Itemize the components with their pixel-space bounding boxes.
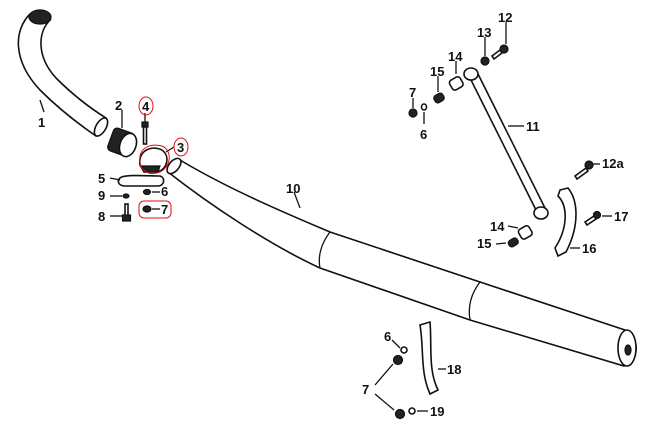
washer: [122, 193, 130, 199]
bracket: [117, 174, 165, 187]
callout-19: 19: [430, 404, 444, 419]
exhaust-gasket: [107, 127, 138, 158]
nut: [142, 205, 152, 213]
callout-6: 6: [420, 127, 427, 142]
highlight-marks: [138, 96, 189, 219]
screw: [583, 210, 602, 227]
muffler-band: [419, 320, 440, 396]
clamp: [139, 147, 168, 173]
bolt: [573, 160, 594, 181]
callout-15: 15: [430, 64, 444, 79]
callout-12: 12: [498, 10, 512, 25]
muffler: [166, 157, 637, 367]
washer: [420, 103, 428, 111]
callout-13: 13: [477, 25, 491, 40]
stay-rod: [463, 67, 549, 220]
bushing: [448, 75, 464, 91]
callout-5: 5: [98, 171, 105, 186]
callout-2: 2: [115, 98, 122, 113]
callout-6: 6: [161, 184, 168, 199]
muffler-band: [554, 187, 577, 258]
callout-15: 15: [477, 236, 491, 251]
nut: [142, 188, 152, 196]
callout-17: 17: [614, 209, 628, 224]
bolt: [121, 203, 132, 222]
nut: [408, 108, 418, 118]
callout-16: 16: [582, 241, 596, 256]
callout-4: 4: [142, 99, 150, 114]
washer: [480, 56, 490, 66]
header-pipe: [17, 9, 109, 138]
callout-10: 10: [286, 181, 300, 196]
callout-12a: 12a: [602, 156, 624, 171]
bolt: [141, 121, 149, 145]
callout-3: 3: [177, 140, 184, 155]
callout-8: 8: [98, 209, 105, 224]
bushing: [517, 224, 533, 240]
callout-7: 7: [362, 382, 369, 397]
callout-9: 9: [98, 188, 105, 203]
callout-14: 14: [490, 219, 505, 234]
collar: [433, 92, 445, 104]
callout-7: 7: [161, 202, 168, 217]
callout-6: 6: [384, 329, 391, 344]
callout-11: 11: [526, 119, 540, 134]
callout-7: 7: [409, 85, 416, 100]
washer: [408, 407, 416, 415]
callout-18: 18: [447, 362, 461, 377]
nut: [394, 408, 406, 420]
washer: [400, 346, 408, 354]
collar: [507, 237, 519, 248]
bolt: [490, 44, 509, 61]
callout-14: 14: [448, 49, 463, 64]
nut: [392, 354, 404, 366]
callout-1: 1: [38, 115, 45, 130]
